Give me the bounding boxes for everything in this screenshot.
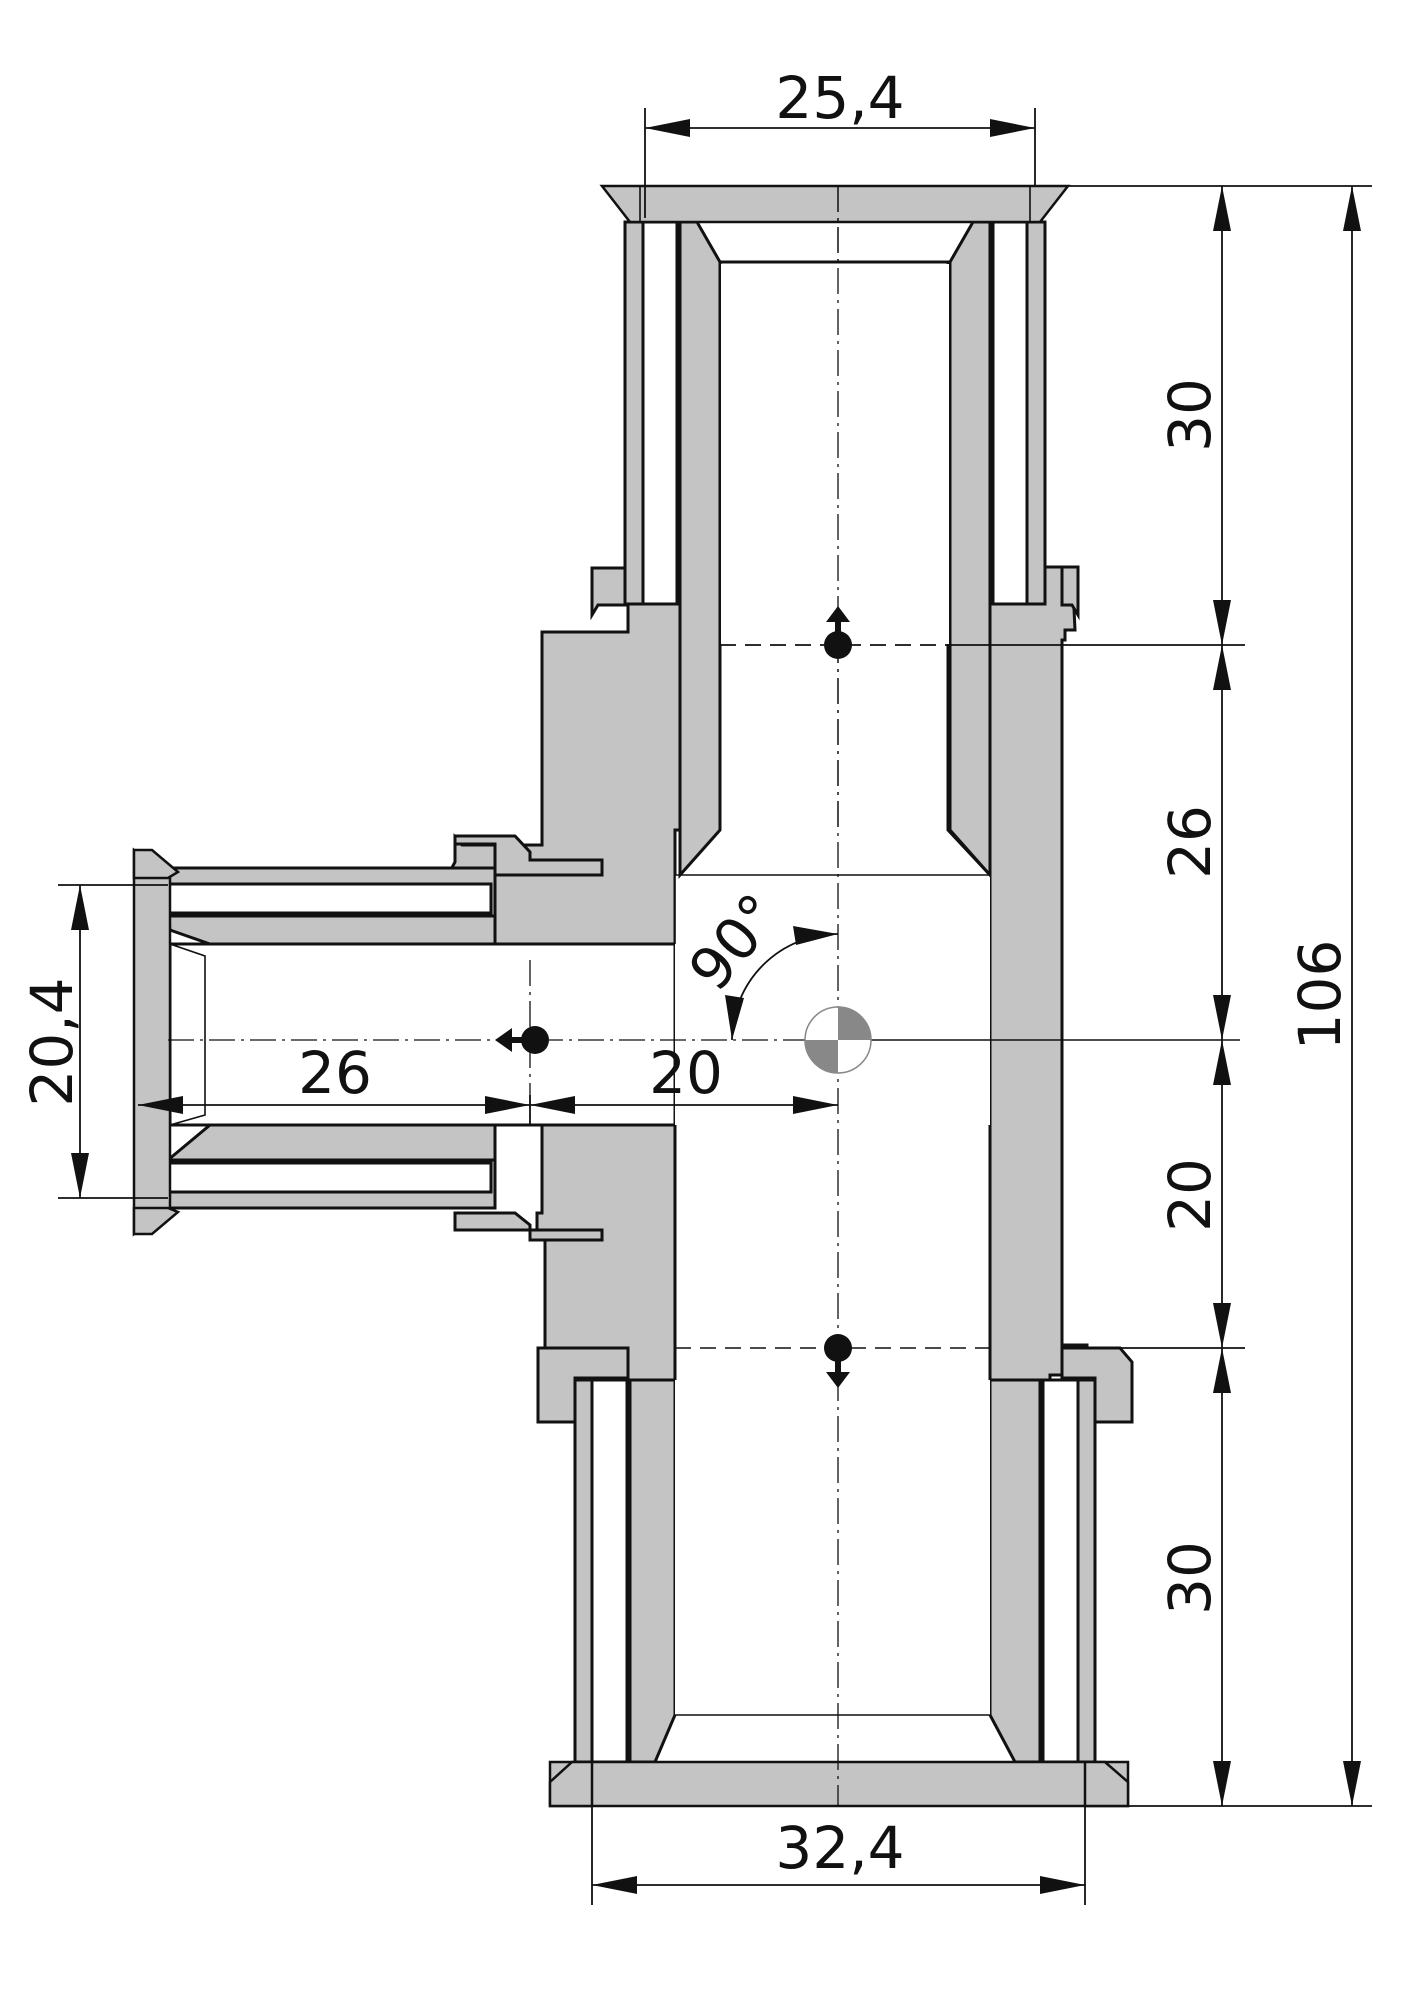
branch-lip-chamfer-top [132,848,181,880]
center-symbol [804,1006,872,1074]
lower-inner-wall-right [988,1378,1042,1764]
upper-left-sleeve-gap [641,220,679,606]
dim-overall-height: 106 [1286,186,1361,1806]
lower-bore [675,1380,990,1715]
upper-socket-collar [590,566,630,621]
lower-left-sleeve-gap [590,1378,629,1764]
upper-socket-collar-right [1060,565,1080,621]
lower-socket-collar-right [1060,1346,1134,1424]
upper-inner-wall-left [678,220,722,879]
dim-bottom-width-label: 32,4 [775,1814,904,1882]
dim-branch-lengths: 26 20 [138,1039,838,1125]
dim-top-width: 25,4 [644,64,1036,218]
dim-top-width-label: 25,4 [775,64,904,132]
upper-inner-wall-right [948,220,992,879]
cross-clear [675,875,990,1125]
branch-inner-wall-upper [166,914,497,946]
branch-bore [168,942,677,1127]
lower-lip [548,1760,1130,1808]
lower-lip-chamfer-left [548,1760,594,1808]
dim-lower-socket-label: 30 [1156,1541,1224,1615]
dim-branch-width-label: 20,4 [18,977,86,1106]
dim-overall-height-label: 106 [1286,940,1354,1051]
lower-lip-chamfer-right [1083,1760,1130,1808]
flow-down-marker [824,1334,852,1388]
branch-inner-wall-lower [163,1123,497,1162]
dim-upper-socket-label: 30 [1156,378,1224,452]
dim-vertical-chain: 30 26 20 30 [950,185,1372,1807]
flow-up-marker [824,606,852,659]
dim-branch-offset-label: 20 [649,1039,723,1107]
dim-branch-width: 20,4 [18,884,168,1199]
upper-right-sleeve-gap [991,220,1029,606]
upper-lip [599,184,1071,224]
lower-inner-wall-left [628,1378,677,1764]
upper-lip-face [639,186,1031,222]
lower-right-sleeve-gap [1041,1378,1080,1764]
branch-collar-upper [453,834,604,877]
mask-upper [721,264,949,644]
dim-upper-body-label: 26 [1156,805,1224,879]
branch-lower-sleeve-gap [166,1161,493,1194]
branch-upper-sleeve-gap [166,882,493,915]
dim-bottom-width: 32,4 [591,1806,1086,1905]
flow-left-marker [495,1026,549,1054]
branch-lip [132,847,172,1237]
branch-bore-taper [169,943,206,1126]
dim-branch-length-label: 26 [298,1039,372,1107]
dim-lower-body-label: 20 [1156,1158,1224,1232]
branch-lip-chamfer-bottom [132,1206,181,1236]
branch-collar-lower [453,1211,604,1242]
